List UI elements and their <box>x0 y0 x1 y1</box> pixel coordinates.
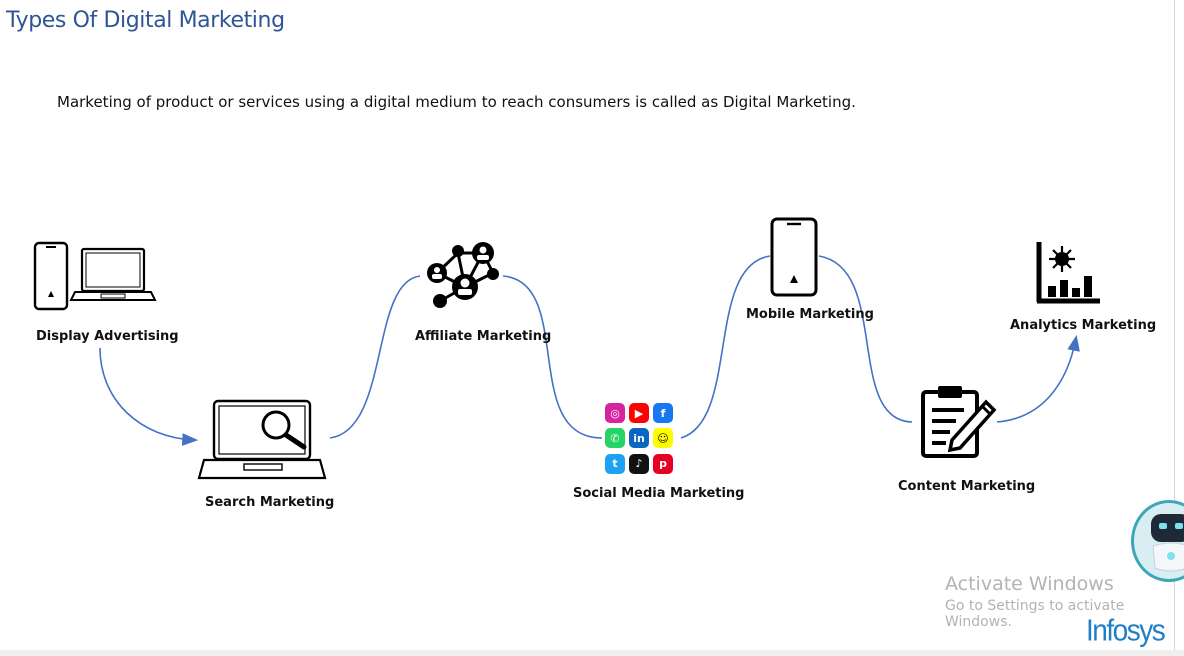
assistant-bot-button[interactable] <box>1131 500 1184 582</box>
connector-display-to-search <box>99 347 199 446</box>
snapchat-icon: ☺ <box>653 428 673 449</box>
whatsapp-icon: ✆ <box>605 428 625 449</box>
label-social-media-marketing: Social Media Marketing <box>573 486 745 501</box>
label-search-marketing: Search Marketing <box>205 495 335 510</box>
twitter-icon: t <box>605 453 625 474</box>
connector-social-to-mobile <box>680 255 771 439</box>
connector-affiliate-to-social <box>502 275 603 439</box>
activation-watermark-subtitle[interactable]: Go to Settings to activate Windows. <box>945 598 1125 630</box>
clipboard-pencil-icon <box>921 386 997 458</box>
tiktok-icon: ♪ <box>629 453 649 474</box>
label-analytics-marketing: Analytics Marketing <box>1010 318 1157 333</box>
slide-title: Types Of Digital Marketing <box>6 8 285 33</box>
label-mobile-marketing: Mobile Marketing <box>746 307 874 322</box>
label-display-advertising: Display Advertising <box>36 329 179 344</box>
analytics-chart-icon <box>1036 242 1100 304</box>
social-apps-icon: ◎ ▶ f ✆ in ☺ t ♪ p <box>605 403 677 475</box>
laptop-search-icon <box>197 399 327 480</box>
activation-watermark-title: Activate Windows <box>945 573 1114 595</box>
instagram-icon: ◎ <box>605 403 625 423</box>
facebook-icon: f <box>653 403 673 423</box>
connector-mobile-to-content <box>818 255 913 423</box>
network-people-icon <box>427 242 499 308</box>
slide-subtitle: Marketing of product or services using a… <box>57 93 856 111</box>
connector-content-to-analytics <box>996 334 1080 423</box>
label-affiliate-marketing: Affiliate Marketing <box>415 329 552 344</box>
youtube-icon: ▶ <box>629 403 649 423</box>
robot-icon <box>1151 514 1184 572</box>
label-content-marketing: Content Marketing <box>898 479 1036 494</box>
infosys-logo: Infosys <box>1086 613 1166 648</box>
pinterest-icon: p <box>653 453 673 474</box>
connector-search-to-affiliate <box>329 275 421 439</box>
devices-icon <box>33 241 157 311</box>
linkedin-icon: in <box>629 428 649 449</box>
smartphone-icon <box>770 217 818 297</box>
slide-bottom-strip <box>0 650 1184 656</box>
